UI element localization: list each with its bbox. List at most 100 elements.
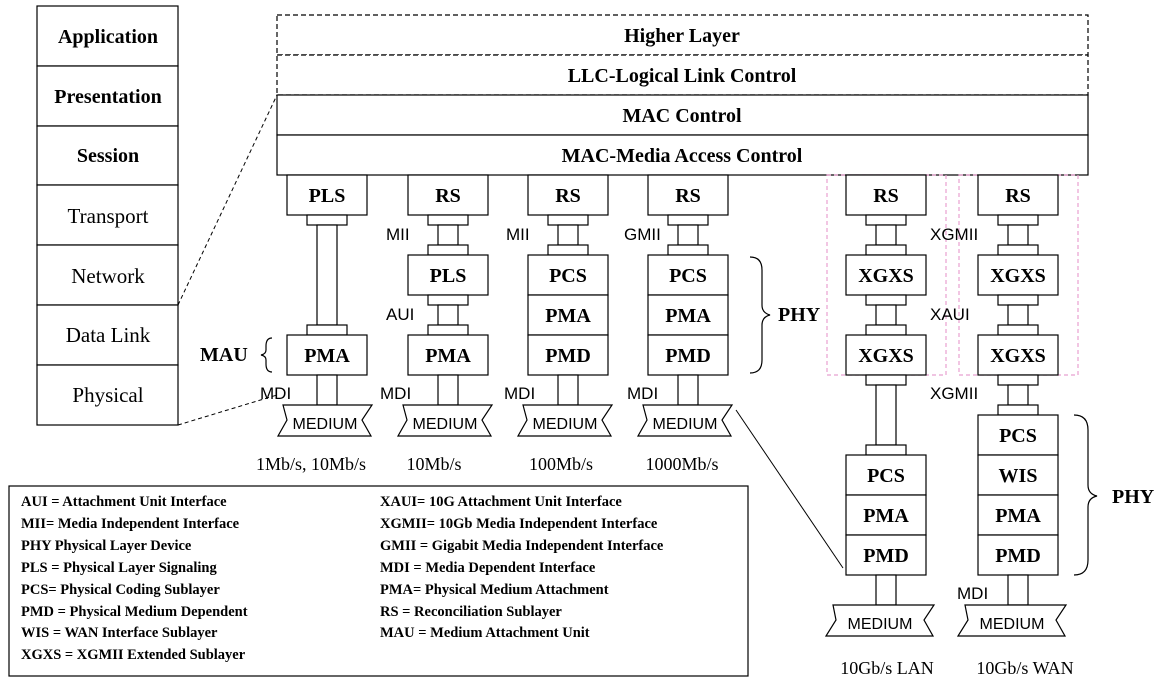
xgxs-label: XGXS: [858, 265, 914, 287]
mdi-stub: [437, 374, 459, 406]
pma-label: PMA: [425, 345, 471, 367]
connector-stub: [557, 224, 579, 246]
pma-block: [845, 494, 927, 536]
mau-brace: [260, 337, 273, 373]
osi-layer-transport: [36, 184, 179, 246]
rs-label: RS: [555, 185, 581, 207]
connector: [547, 214, 589, 226]
rate-label: 100Mb/s: [529, 454, 593, 474]
column-2: RS MII PLS AUI PMA MDI MEDIUM 10Mb/s: [380, 174, 494, 474]
medium-label: MEDIUM: [293, 416, 358, 433]
wis-block: [977, 454, 1059, 496]
rs-block: [845, 174, 927, 216]
legend-item: WIS = WAN Interface Sublayer: [21, 625, 218, 641]
llc-box: [276, 54, 1089, 96]
higher-layer-label: Higher Layer: [624, 25, 740, 47]
osi-label-transport: Transport: [68, 204, 149, 228]
pcs-label: PCS: [549, 265, 587, 287]
connector: [997, 294, 1039, 306]
osi-label-data-link: Data Link: [66, 323, 151, 347]
mii-label: MII: [386, 225, 410, 244]
column-5: RS XGXS XGXS PCS PMA PMD MEDIUM 10Gb/s L…: [824, 174, 936, 678]
phy-label: PHY: [778, 304, 821, 326]
connector-stub: [875, 224, 897, 246]
mapping-lines: [177, 94, 278, 426]
connector: [865, 244, 907, 256]
column-1: PLS PMA MDI MAU MEDIUM 1Mb/s, 10Mb/s: [200, 174, 374, 474]
phy-brace: [749, 256, 771, 374]
pls-block: [407, 254, 489, 296]
pcs-label: PCS: [669, 265, 707, 287]
pma-label: PMA: [665, 305, 711, 327]
connector: [547, 244, 589, 256]
pma-label: PMA: [995, 505, 1041, 527]
xgxs-block: [845, 254, 927, 296]
pmd-label: PMD: [995, 545, 1041, 567]
osi-layer-session: [36, 125, 179, 186]
medium-shape: [824, 604, 936, 637]
pma-block: [407, 334, 489, 376]
pma-label: PMA: [304, 345, 350, 367]
rate-label: 1Mb/s, 10Mb/s: [256, 454, 366, 474]
connector-stub: [437, 304, 459, 326]
mac-box: [276, 134, 1089, 176]
legend-item: XGMII= 10Gb Media Independent Interface: [380, 516, 658, 532]
mdi-stub: [677, 374, 699, 406]
legend-item: GMII = Gigabit Media Independent Interfa…: [380, 538, 664, 554]
legend-item: PLS = Physical Layer Signaling: [21, 560, 217, 576]
mdi-stub: [316, 374, 338, 406]
medium-label: MEDIUM: [533, 416, 598, 433]
legend-item: MII= Media Independent Interface: [21, 516, 240, 532]
phy-brace: [1073, 414, 1098, 576]
column-6: RS XGMII XGXS XAUI XGXS XGMII PCS WIS PM…: [930, 174, 1155, 678]
rs-label: RS: [873, 185, 899, 207]
rs-label: RS: [675, 185, 701, 207]
xgxs-block: [977, 254, 1059, 296]
xgmii-label: XGMII: [930, 384, 978, 403]
connector: [427, 294, 469, 306]
xgmii-cable: [875, 384, 897, 446]
xgxs-block: [845, 334, 927, 376]
medium-shape: [516, 404, 614, 437]
pls-label: PLS: [430, 265, 467, 287]
connector: [865, 324, 907, 336]
pls-block: [286, 174, 368, 216]
osi-label-presentation: Presentation: [54, 86, 161, 108]
connector: [427, 244, 469, 256]
aui-cable: [316, 224, 338, 326]
osi-layer-physical: [36, 364, 179, 426]
medium-label: MEDIUM: [413, 416, 478, 433]
rs-label: RS: [1005, 185, 1031, 207]
osi-layer-presentation: [36, 65, 179, 127]
legend-item: PCS= Physical Coding Sublayer: [21, 582, 220, 598]
osi-label-session: Session: [77, 145, 139, 167]
connector: [427, 324, 469, 336]
pmd-label: PMD: [863, 545, 909, 567]
osi-label-application: Application: [58, 26, 158, 48]
connector: [865, 444, 907, 456]
medium-shape: [636, 404, 734, 437]
mdi-label: MDI: [504, 384, 535, 403]
rs-block: [527, 174, 609, 216]
connector: [865, 214, 907, 226]
pls-label: PLS: [309, 185, 346, 207]
legend-item: AUI = Attachment Unit Interface: [21, 494, 227, 510]
osi-label-physical: Physical: [72, 383, 143, 407]
column-3: RS MII PCS PMA PMD MDI MEDIUM 100Mb/s: [504, 174, 614, 474]
connector-stub: [875, 304, 897, 326]
mac-control-box: [276, 94, 1089, 136]
pcs-block: [647, 254, 729, 296]
pmd-block: [647, 334, 729, 376]
connector: [997, 374, 1039, 386]
connector: [997, 214, 1039, 226]
pma-block: [977, 494, 1059, 536]
medium-label: MEDIUM: [848, 616, 913, 633]
connector-stub: [1007, 304, 1029, 326]
pmd-block: [977, 534, 1059, 576]
legend-item: PMD = Physical Medium Dependent: [21, 604, 248, 620]
connector-stub: [1007, 384, 1029, 406]
upper-layers: Higher Layer LLC-Logical Link Control MA…: [276, 14, 1089, 176]
connector: [997, 244, 1039, 256]
legend-item: MAU = Medium Attachment Unit: [380, 625, 590, 641]
